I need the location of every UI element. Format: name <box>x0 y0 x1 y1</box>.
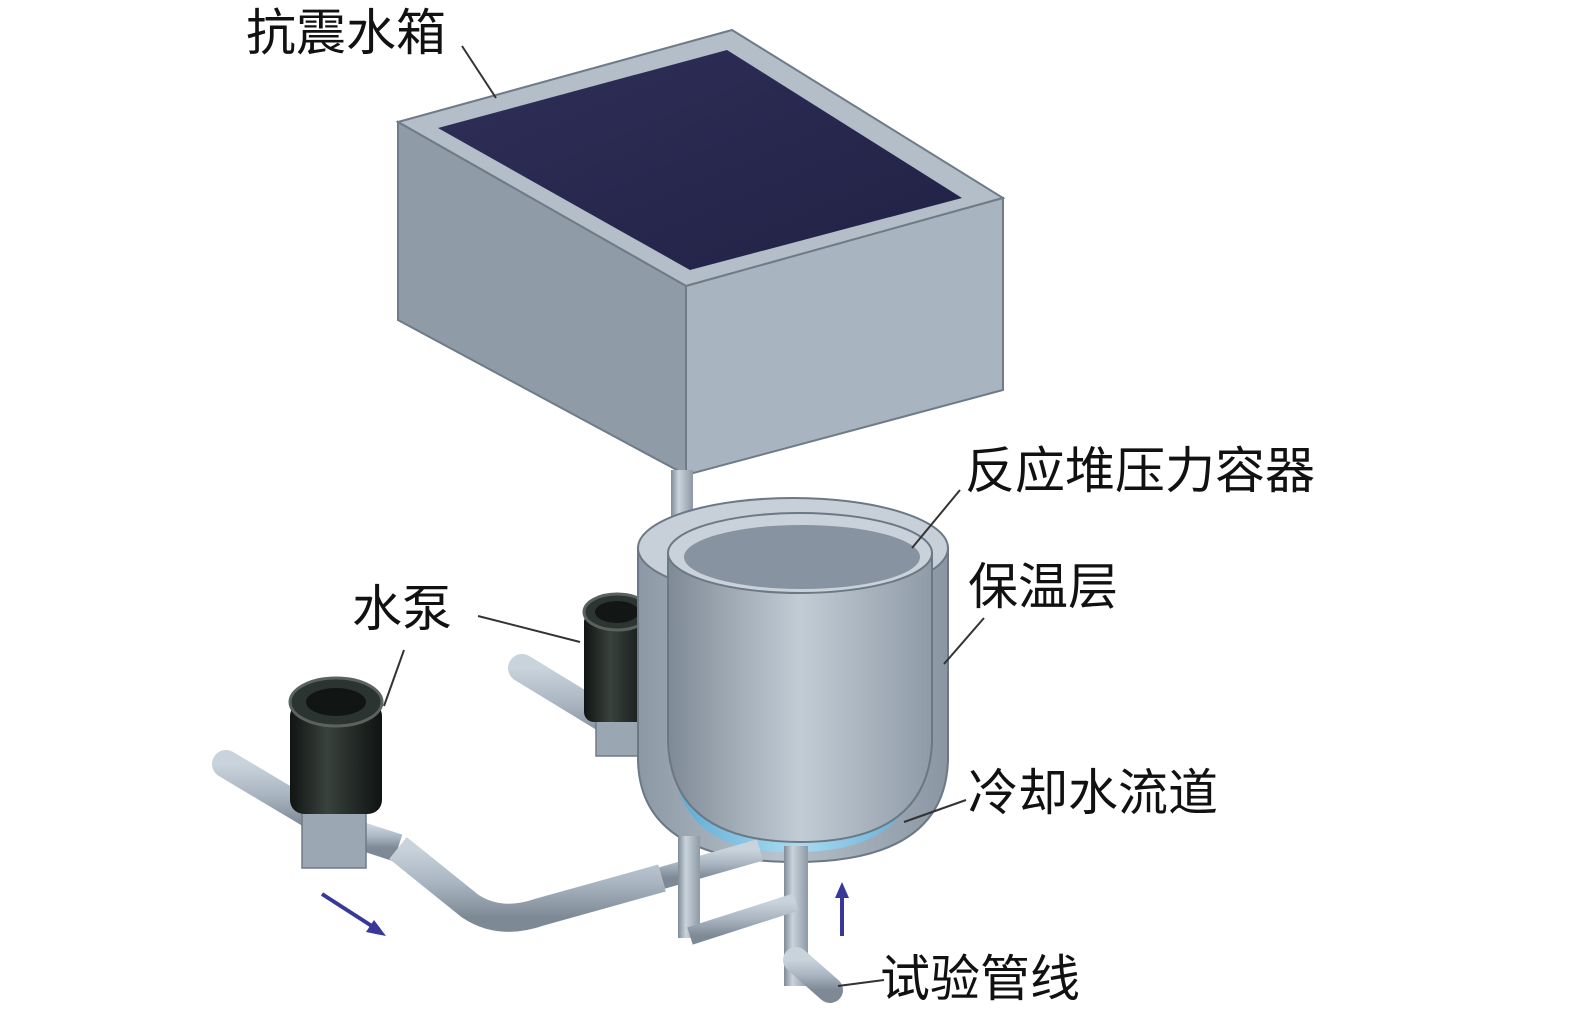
flow-arrow-up-head <box>835 882 849 898</box>
leader-lines <box>383 45 985 987</box>
rear-pump-top-inner <box>595 601 639 623</box>
label-insulation-layer: 保温层 <box>968 558 1118 616</box>
reactor-vessel-assembly <box>637 497 949 864</box>
leader-tank <box>461 45 497 99</box>
leader-test-line <box>837 979 885 987</box>
pipe-elbow <box>389 837 666 932</box>
reactor-pressure-vessel <box>667 552 933 844</box>
flow-arrow-left-head <box>366 920 386 936</box>
rear-pump-body <box>584 612 650 722</box>
pipe-to-vessel <box>658 839 764 889</box>
leader-pump-front <box>383 649 405 707</box>
tank-side-face <box>685 196 1004 477</box>
flow-arrow-left <box>320 892 380 932</box>
label-seismic-water-tank: 抗震水箱 <box>246 4 446 62</box>
tank-water-surface <box>438 50 962 270</box>
leader-rpv <box>911 489 961 549</box>
label-water-pump: 水泵 <box>352 580 452 638</box>
label-test-line: 试验管线 <box>880 950 1080 1008</box>
test-line-stub <box>783 947 843 1003</box>
leader-insulation <box>943 617 985 665</box>
front-piping <box>212 676 843 1003</box>
label-cooling-water-channel: 冷却水流道 <box>968 764 1218 822</box>
front-pump-body <box>290 702 382 814</box>
leader-cooling <box>903 799 967 823</box>
label-reactor-pressure-vessel: 反应堆压力容器 <box>965 442 1315 500</box>
vessel-opening <box>684 525 920 589</box>
seismic-water-tank <box>395 28 1006 477</box>
vessel-leg-left <box>678 836 700 938</box>
vessel-leg-brace <box>687 893 799 945</box>
leader-pump-rear <box>477 615 581 643</box>
rear-pump-branch <box>508 592 654 757</box>
front-pump-base <box>301 803 367 869</box>
front-pump-top-inner <box>306 688 366 716</box>
flow-arrows <box>320 882 849 936</box>
